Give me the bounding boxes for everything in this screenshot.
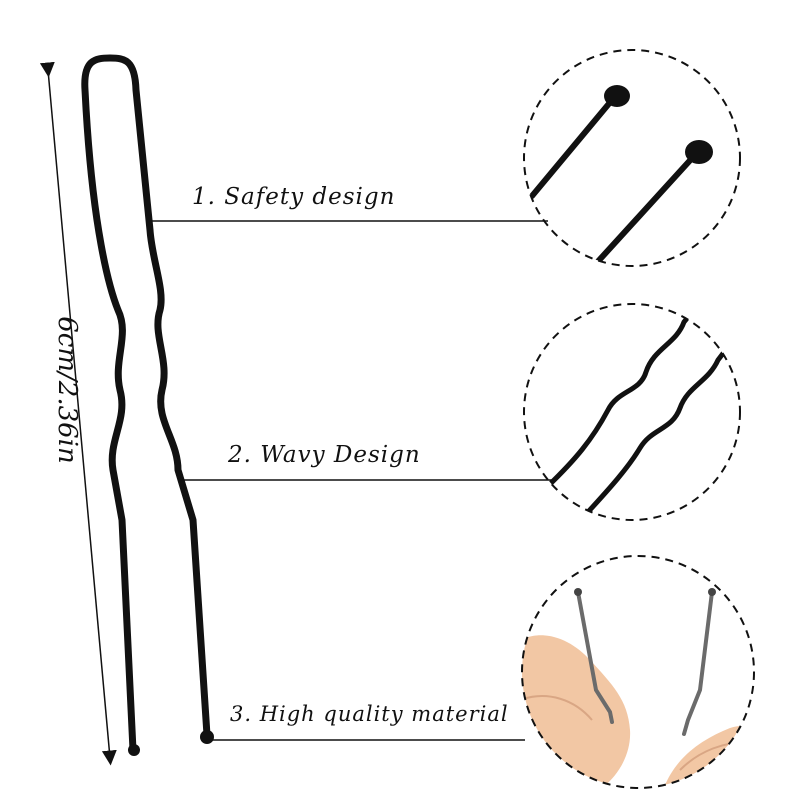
detail-safety-tips [523, 49, 741, 267]
dimension-arrow [39, 61, 117, 766]
feature-label-safety: 1. Safety design [192, 184, 396, 210]
dimension-label: 6cm/2.36in [52, 316, 82, 464]
pin-tip-left [128, 744, 140, 756]
feature-label-material: 3. High quality material [230, 702, 509, 726]
feature-label-wavy: 2. Wavy Design [228, 442, 421, 468]
hair-pin [81, 54, 211, 754]
pin-tip-right [200, 730, 214, 744]
detail-wavy [523, 303, 741, 521]
detail-material [521, 555, 755, 789]
